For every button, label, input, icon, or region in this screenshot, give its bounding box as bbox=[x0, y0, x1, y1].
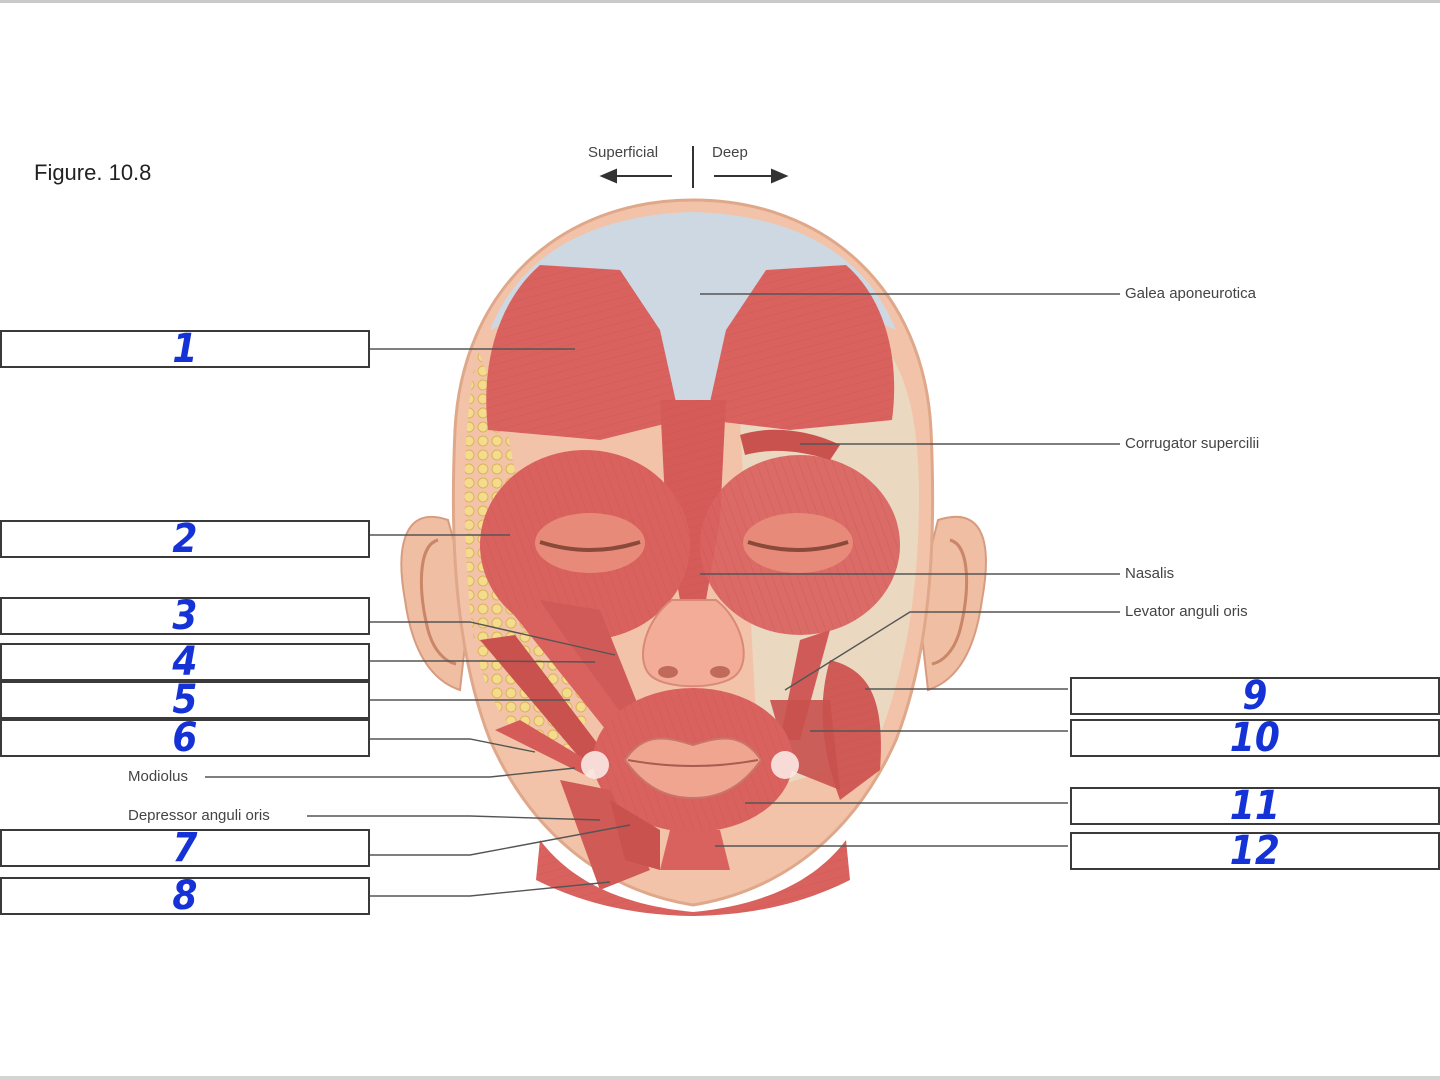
buccinator bbox=[770, 700, 840, 790]
label-modiolus: Modiolus bbox=[128, 768, 189, 785]
answer-4: 4 bbox=[172, 639, 198, 685]
answer-3: 3 bbox=[172, 593, 198, 639]
eyelash-right bbox=[747, 540, 849, 552]
modiolus-left bbox=[581, 751, 609, 779]
answer-5: 5 bbox=[172, 677, 198, 723]
answer-7: 7 bbox=[172, 825, 198, 871]
answer-box-2[interactable]: 2 bbox=[0, 516, 370, 562]
ear-right bbox=[916, 515, 987, 692]
ear-left bbox=[400, 515, 472, 692]
leader-lines bbox=[205, 293, 1120, 897]
eyelid-right bbox=[743, 513, 853, 573]
answer-8: 8 bbox=[172, 873, 198, 919]
nostril-left bbox=[658, 666, 678, 678]
deep-label: Deep bbox=[712, 144, 748, 161]
answer-12: 12 bbox=[1229, 828, 1281, 874]
platysma-fibers bbox=[536, 840, 850, 916]
answer-box-8[interactable]: 8 bbox=[0, 873, 370, 919]
answer-box-9[interactable]: 9 bbox=[1070, 673, 1440, 719]
label-depressor-anguli-oris: Depressor anguli oris bbox=[128, 807, 270, 824]
orientation-arrows bbox=[599, 146, 789, 188]
answer-1: 1 bbox=[172, 326, 198, 372]
top-border bbox=[0, 0, 1440, 3]
answer-box-11[interactable]: 11 bbox=[1070, 783, 1440, 829]
depressor-anguli-oris-shape bbox=[560, 780, 650, 890]
nostril-right bbox=[710, 666, 730, 678]
label-nasalis: Nasalis bbox=[1125, 565, 1175, 582]
answer-9: 9 bbox=[1242, 673, 1268, 719]
eyelid-left bbox=[535, 513, 645, 573]
nose bbox=[642, 599, 745, 688]
answer-11: 11 bbox=[1229, 783, 1281, 829]
answer-box-1[interactable]: 1 bbox=[0, 326, 370, 372]
mentalis bbox=[660, 830, 730, 870]
label-galea-aponeurotica: Galea aponeurotica bbox=[1125, 285, 1256, 302]
answer-box-5[interactable]: 5 bbox=[0, 677, 370, 723]
answer-6: 6 bbox=[172, 715, 198, 761]
label-corrugator-supercilii: Corrugator supercilii bbox=[1125, 435, 1260, 452]
corrugator-supercilii-shape bbox=[740, 429, 840, 460]
answer-box-6[interactable]: 6 bbox=[0, 715, 370, 761]
frontalis-right-fibers bbox=[706, 265, 895, 430]
depressor-labii-inferioris bbox=[610, 800, 660, 870]
superficial-label: Superficial bbox=[588, 144, 659, 161]
answer-box-3[interactable]: 3 bbox=[0, 593, 370, 639]
zygomaticus-minor-left bbox=[510, 610, 630, 735]
modiolus-right bbox=[771, 751, 799, 779]
levator-labii-left bbox=[540, 600, 640, 720]
answer-box-12[interactable]: 12 bbox=[1070, 828, 1440, 874]
bottom-border bbox=[0, 1076, 1440, 1080]
answer-2: 2 bbox=[172, 516, 198, 562]
zygomaticus-major-left bbox=[480, 635, 610, 770]
label-levator-anguli-oris: Levator anguli oris bbox=[1125, 603, 1248, 620]
frontalis-left-fibers bbox=[486, 265, 680, 440]
answer-10: 10 bbox=[1229, 715, 1281, 761]
risorius-left bbox=[495, 720, 595, 775]
lip-line bbox=[627, 759, 759, 767]
eyelash-left bbox=[539, 540, 641, 552]
answer-box-7[interactable]: 7 bbox=[0, 825, 370, 871]
figure-title: Figure. 10.8 bbox=[34, 160, 152, 185]
lips bbox=[623, 737, 763, 800]
galea-aponeurotica-shape bbox=[490, 212, 896, 420]
answer-box-10[interactable]: 10 bbox=[1070, 715, 1440, 761]
answer-box-4[interactable]: 4 bbox=[0, 639, 370, 685]
